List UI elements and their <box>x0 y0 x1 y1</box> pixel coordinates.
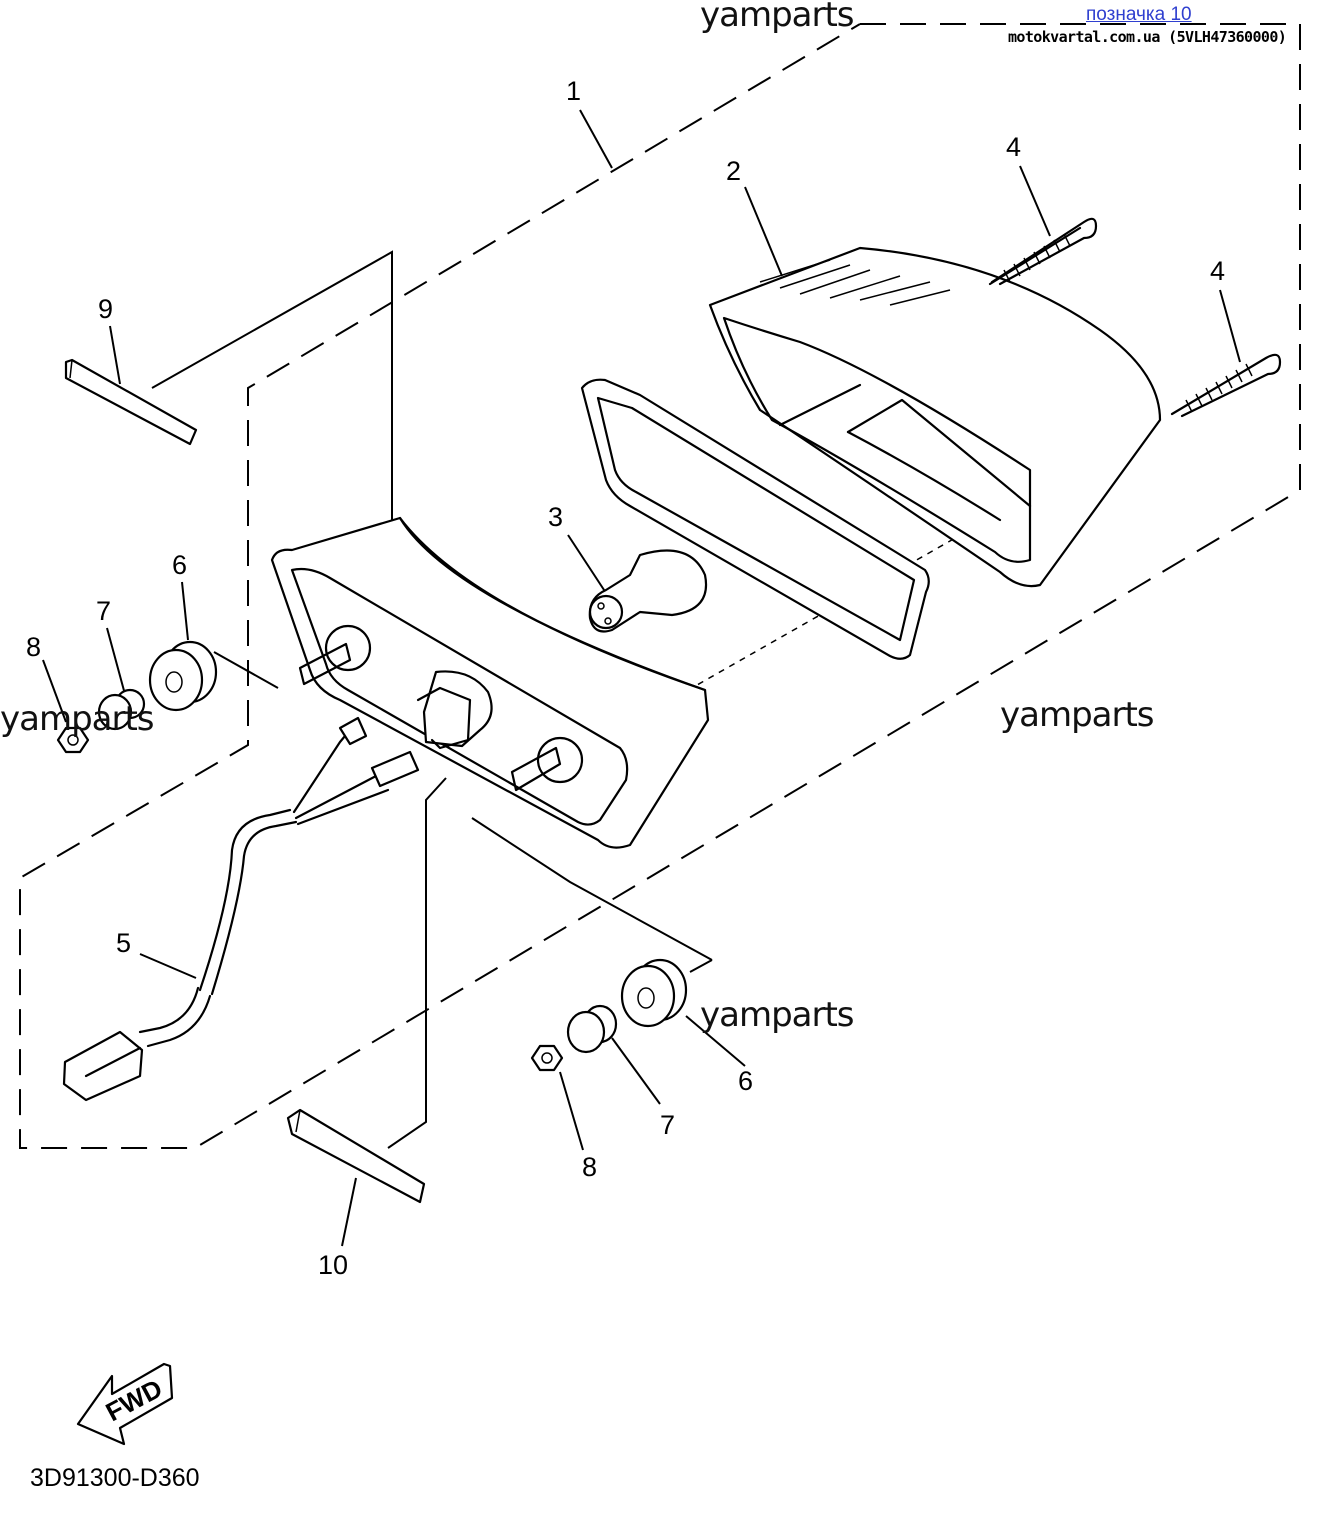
callout-8-left: 8 <box>26 632 41 662</box>
callout-7-left: 7 <box>96 596 111 626</box>
callout-7-right: 7 <box>660 1110 675 1140</box>
collar-right <box>566 1004 618 1054</box>
nut-right <box>530 1044 564 1072</box>
callout-6-left: 6 <box>172 550 187 580</box>
callout-3: 3 <box>548 502 563 532</box>
tail-lens <box>708 246 1162 588</box>
source-label: motokvartal.com.ua (5VLH47360000) <box>1008 28 1287 46</box>
callout-8-right: 8 <box>582 1152 597 1182</box>
callout-4-upper: 4 <box>1006 132 1021 162</box>
nut-left <box>56 726 90 754</box>
callout-1: 1 <box>566 76 581 106</box>
collar-left <box>97 688 146 731</box>
strip-lower <box>286 1108 426 1204</box>
callout-4-lower: 4 <box>1210 256 1225 286</box>
watermark-right: yamparts <box>1000 695 1154 735</box>
callout-9: 9 <box>98 294 113 324</box>
bulb <box>588 549 708 633</box>
watermark-top: yamparts <box>700 0 854 35</box>
callout-10: 10 <box>318 1250 348 1280</box>
forward-arrow-icon: FWD <box>76 1362 174 1446</box>
screw-upper <box>988 217 1098 286</box>
watermark-bottom: yamparts <box>700 995 854 1035</box>
screw-lower <box>1170 353 1282 418</box>
callout-5: 5 <box>116 928 131 958</box>
wire-harness <box>62 716 420 1102</box>
callout-2: 2 <box>726 156 741 186</box>
grommet-right <box>620 958 688 1028</box>
lens-gasket <box>580 378 930 660</box>
callouts: 1 2 3 4 4 5 6 6 7 7 8 8 9 10 <box>26 76 1225 1280</box>
leader-lines <box>42 109 1241 1247</box>
reference-link[interactable]: позначка 10 <box>1086 4 1192 25</box>
strip-upper <box>64 358 198 446</box>
grommet-left <box>148 640 218 712</box>
assembly-boundary <box>19 23 1301 1149</box>
watermark-left: yamparts <box>0 699 154 739</box>
lamp-housing <box>270 516 710 849</box>
diagram-code: 3D91300-D360 <box>30 1464 200 1492</box>
callout-6-right: 6 <box>738 1066 753 1096</box>
watermarks: yamparts yamparts yamparts yamparts <box>0 0 1155 1035</box>
